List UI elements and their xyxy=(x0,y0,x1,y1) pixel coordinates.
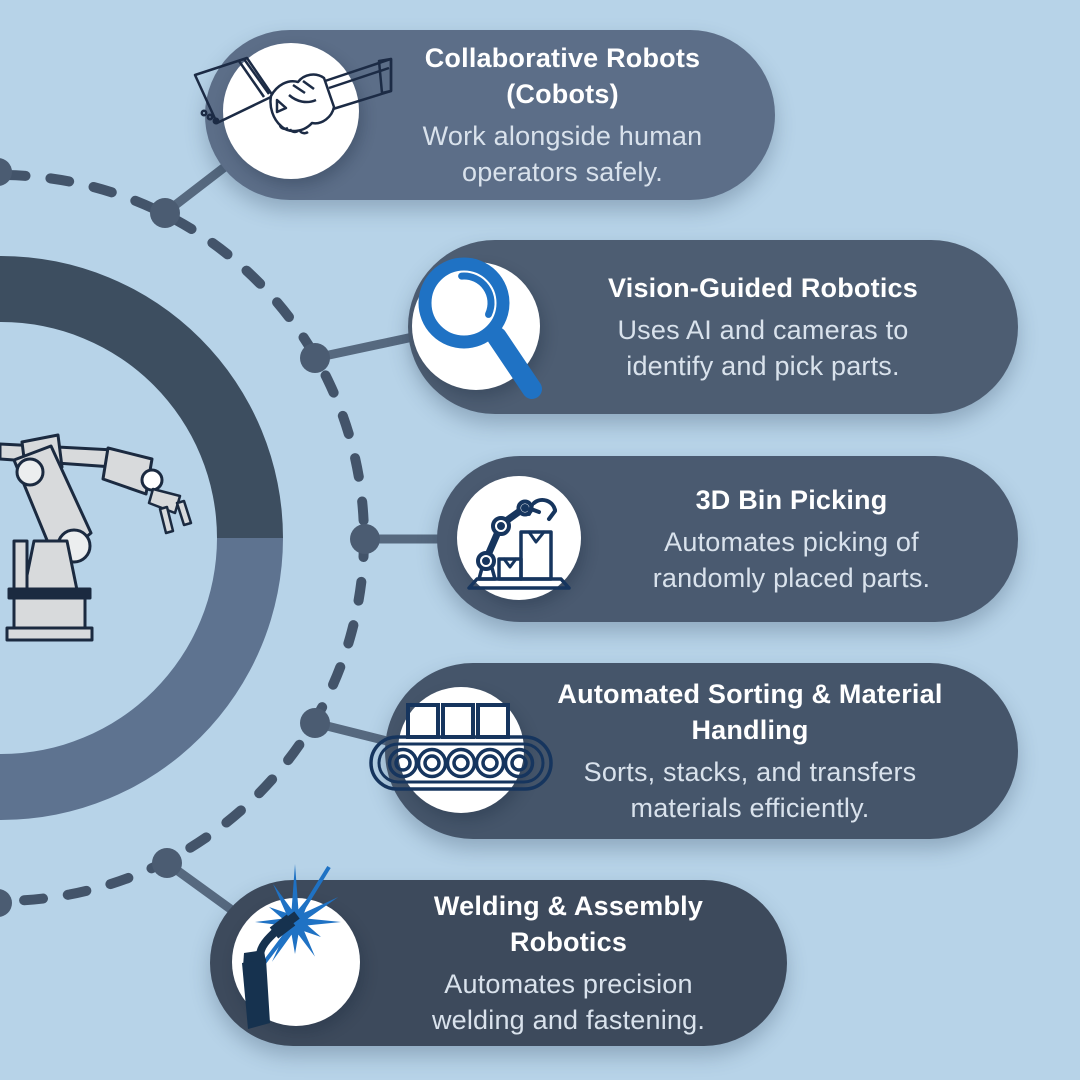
node-dot-edge-top xyxy=(0,158,12,186)
card-welding-assembly-robotics: Welding & Assembly Robotics Automates pr… xyxy=(210,864,787,1046)
robot-arm-shoulder-joint xyxy=(15,457,45,487)
node-dot-3 xyxy=(350,524,380,554)
card-title: Vision-Guided Robotics xyxy=(608,273,918,303)
ring-bottom-half xyxy=(0,538,283,820)
magnifier-icon xyxy=(418,257,542,399)
card-collaborative-robots: Collaborative Robots (Cobots) Work along… xyxy=(193,30,775,200)
conveyor-icon xyxy=(369,703,553,791)
node-dot-2 xyxy=(300,343,330,373)
handshake-icon xyxy=(193,56,393,135)
robot-arm-illustration xyxy=(0,433,193,642)
ring-top-half xyxy=(0,256,283,538)
welding-torch-icon xyxy=(242,864,341,1029)
card-body: Sorts, stacks, and transfers materials e… xyxy=(583,757,917,823)
card-title: Welding & Assembly Robotics xyxy=(433,891,704,957)
card-body: Automates picking of randomly placed par… xyxy=(652,527,931,593)
spark-burst xyxy=(255,864,341,962)
card-title: Collaborative Robots (Cobots) xyxy=(424,43,701,109)
card-vision-guided-robotics: Vision-Guided Robotics Uses AI and camer… xyxy=(408,240,1018,414)
node-dot-5 xyxy=(152,848,182,878)
robot-arm-base-box xyxy=(12,596,87,630)
node-dot-1 xyxy=(150,198,180,228)
robot-arm-forearm xyxy=(101,446,154,496)
card-automated-sorting-material-handling: Automated Sorting & Material Handling So… xyxy=(369,663,1018,839)
robot-arm-wrist-joint xyxy=(140,468,164,492)
robot-arm-gripper xyxy=(147,487,193,535)
card-title: Automated Sorting & Material Handling xyxy=(557,679,943,745)
card-body: Automates precision welding and fastenin… xyxy=(431,969,706,1035)
robot-arm-pedestal xyxy=(22,539,79,592)
node-dot-4 xyxy=(300,708,330,738)
card-3d-bin-picking: 3D Bin Picking Automates picking of rand… xyxy=(437,456,1018,622)
node-dot-edge-bottom xyxy=(0,889,12,917)
robot-arm-base-plate xyxy=(5,626,94,642)
card-title: 3D Bin Picking xyxy=(695,485,888,515)
bin-picking-robot-icon xyxy=(467,497,571,590)
torch-body xyxy=(242,911,300,1029)
card-body: Uses AI and cameras to identify and pick… xyxy=(617,315,909,381)
robot-arm-chimney xyxy=(12,539,29,592)
card-body: Work alongside human operators safely. xyxy=(422,121,703,187)
